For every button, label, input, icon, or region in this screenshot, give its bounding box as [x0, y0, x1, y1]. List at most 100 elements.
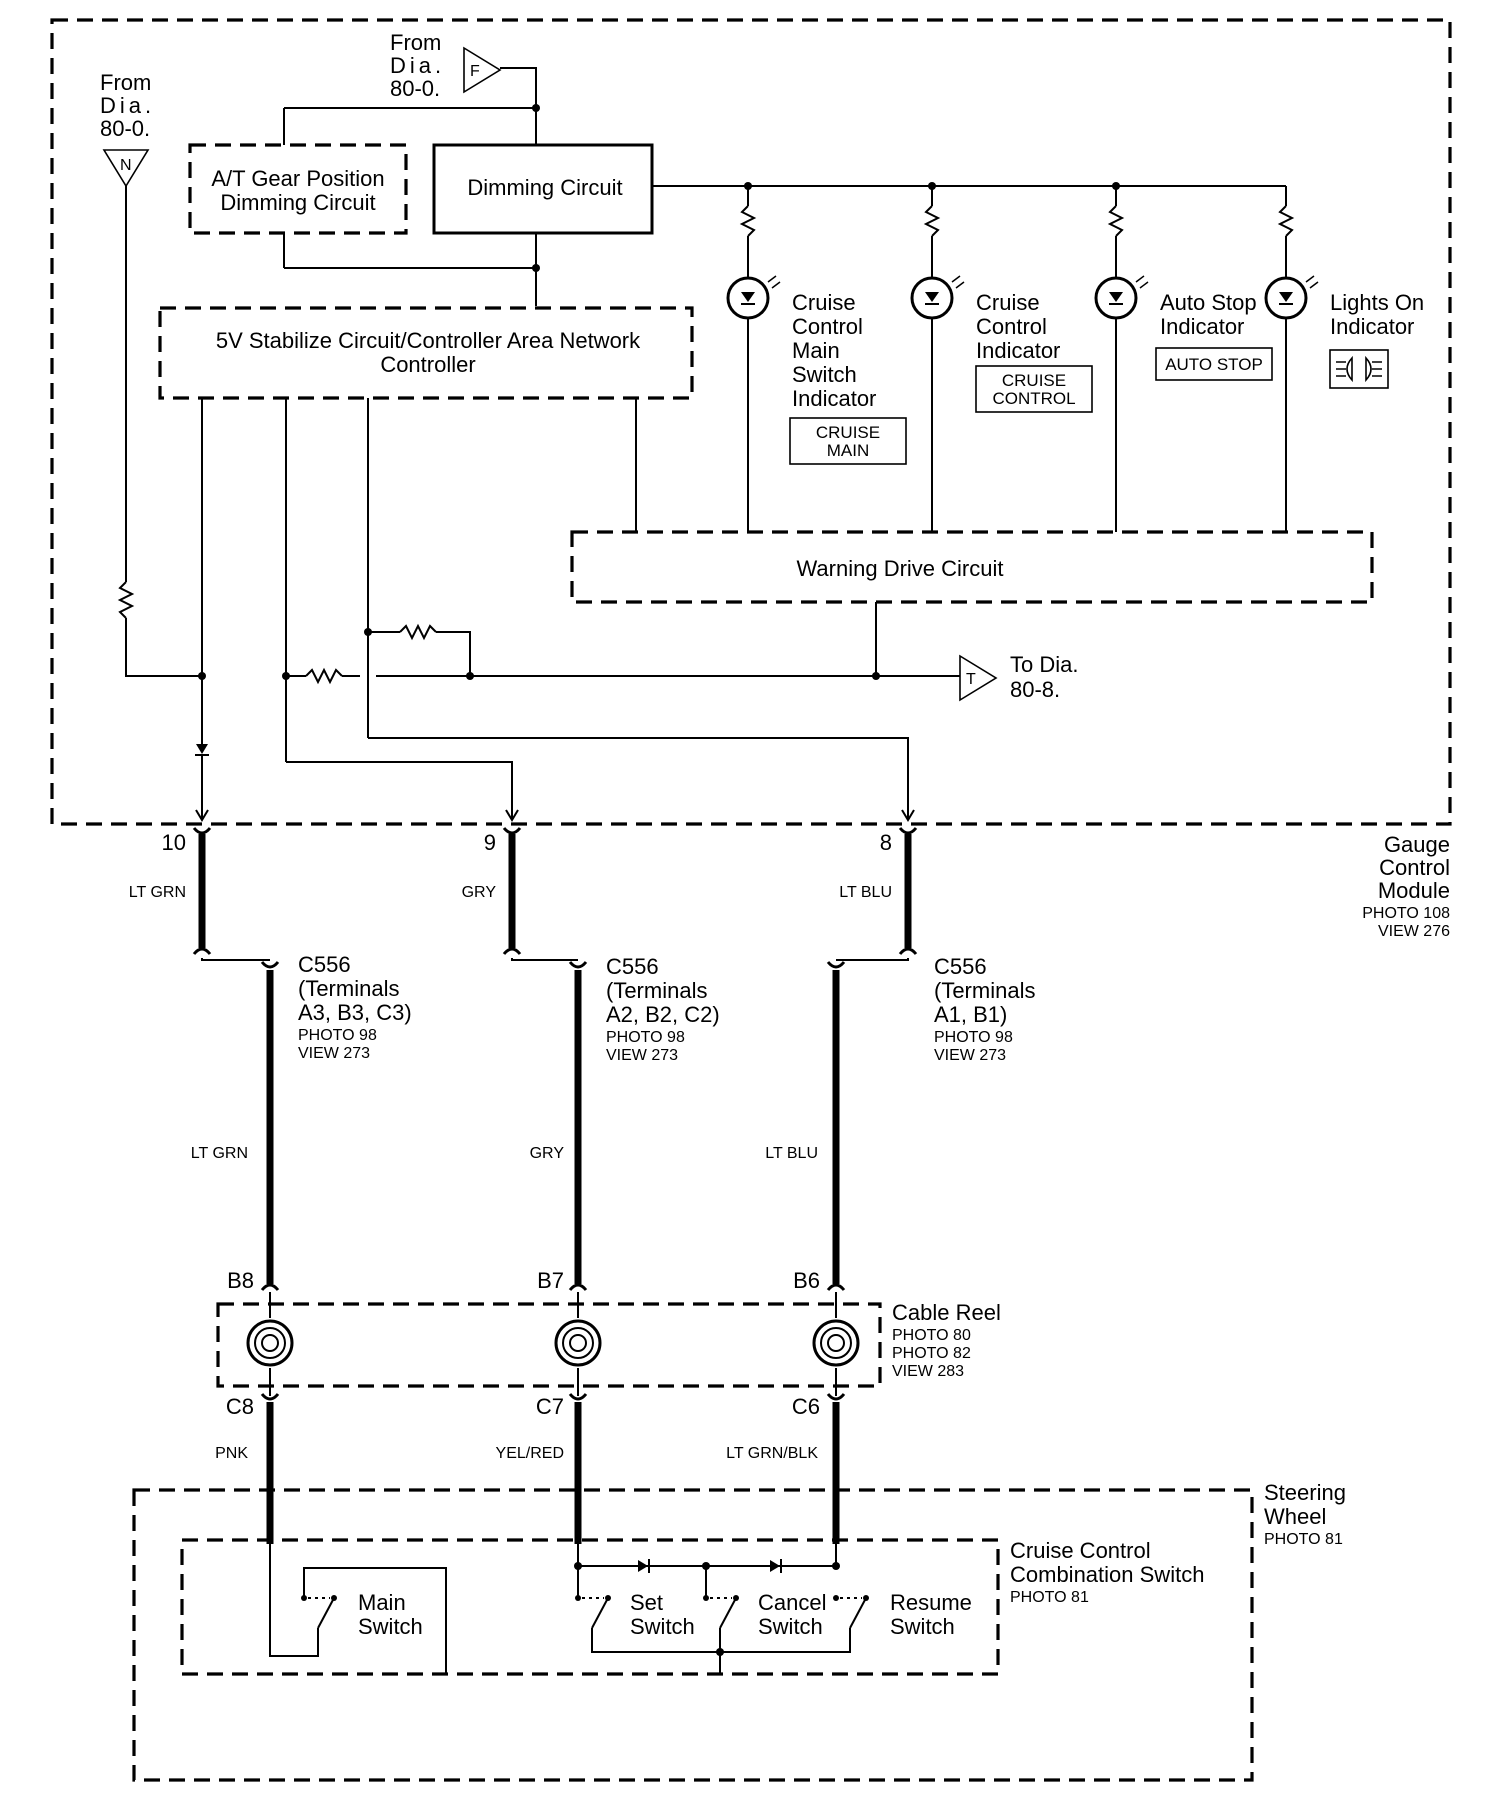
from-f-symbol: F: [470, 63, 480, 80]
wire-ltblu-top: [826, 827, 918, 969]
cancel-switch-icon: [703, 1566, 739, 1674]
reel-pin-c7: C7: [536, 1394, 564, 1419]
set-switch-icon: [575, 1566, 722, 1653]
gauge-module-name-3: Module: [1378, 878, 1450, 903]
cable-reel-box: [216, 1302, 882, 1388]
gauge-module-name-2: Control: [1379, 855, 1450, 880]
dimming-circuit-label: Dimming Circuit: [467, 175, 622, 200]
main-switch-icon: [269, 1544, 447, 1674]
at-dimming-circuit-box: [188, 143, 408, 235]
indicator-3-line-2: Indicator: [1160, 314, 1244, 339]
combo-switch-photo: PHOTO 81: [1010, 1589, 1089, 1606]
from-f-connector-icon: [463, 46, 502, 94]
steering-wheel-line-2: Wheel: [1264, 1504, 1326, 1529]
pin-8: 8: [880, 830, 892, 855]
from-f-line-3: 80-0.: [390, 76, 440, 101]
reel-pin-c6: C6: [792, 1394, 820, 1419]
reel-coil-1-icon: [246, 1292, 294, 1396]
c556-2-line-3: A2, B2, C2): [606, 1002, 720, 1027]
resume-switch-line-2: Switch: [890, 1614, 955, 1639]
c556-2-view: VIEW 273: [606, 1047, 678, 1064]
warning-drive-circuit-box: [570, 530, 1374, 604]
badge-1-line-1: CRUISE: [816, 423, 880, 442]
cancel-switch-line-2: Switch: [758, 1614, 823, 1639]
to-t-connector-icon: [959, 654, 998, 702]
indicator-1-line-1: Cruise: [792, 290, 856, 315]
indicator-cruise-main: [726, 182, 781, 532]
indicator-1-line-4: Switch: [792, 362, 857, 387]
c556-3-photo: PHOTO 98: [934, 1029, 1013, 1046]
reel-coil-3-icon: [812, 1292, 860, 1396]
reel-pin-b8: B8: [227, 1268, 254, 1293]
combination-switch-box: [180, 1538, 1000, 1676]
combo-switch-line-1: Cruise Control: [1010, 1538, 1151, 1563]
c556-1-view: VIEW 273: [298, 1045, 370, 1062]
warning-drive-label: Warning Drive Circuit: [796, 556, 1003, 581]
badge-1-line-2: MAIN: [827, 441, 870, 460]
c556-1-photo: PHOTO 98: [298, 1027, 377, 1044]
set-switch-line-1: Set: [630, 1590, 663, 1615]
reel-pin-b6: B6: [793, 1268, 820, 1293]
steering-wheel-line-1: Steering: [1264, 1480, 1346, 1505]
c556-1-line-3: A3, B3, C3): [298, 1000, 412, 1025]
pin-9: 9: [484, 830, 496, 855]
wire-color-top-1: LT GRN: [129, 884, 186, 901]
c556-3-view: VIEW 273: [934, 1047, 1006, 1064]
gauge-control-module-boundary: [50, 18, 1452, 826]
from-n-line-2: Dia.: [100, 93, 155, 118]
wire-color-top-2: GRY: [462, 884, 497, 901]
to-t-symbol: T: [966, 671, 976, 688]
wire-color-top-3: LT BLU: [839, 884, 892, 901]
wire-gry-top: [502, 827, 588, 969]
c556-1-line-1: C556: [298, 952, 351, 977]
indicator-lights-on: [1264, 186, 1319, 532]
indicator-2-line-3: Indicator: [976, 338, 1060, 363]
indicator-1-line-3: Main: [792, 338, 840, 363]
c556-1-line-2: (Terminals: [298, 976, 399, 1001]
from-n-line-3: 80-0.: [100, 116, 150, 141]
set-switch-line-2: Switch: [630, 1614, 695, 1639]
from-f-line-1: From: [390, 30, 441, 55]
wire-color-mid-1: LT GRN: [191, 1145, 248, 1162]
stabilize-circuit-box: [158, 306, 694, 400]
cancel-switch-line-1: Cancel: [758, 1590, 826, 1615]
diode-set-icon: [638, 1560, 648, 1572]
badge-2-line-1: CRUISE: [1002, 371, 1066, 390]
wire-color-bottom-2: YEL/RED: [496, 1445, 564, 1462]
auto-stop-badge: [1155, 347, 1273, 381]
main-switch-line-1: Main: [358, 1590, 406, 1615]
at-dimming-line-2: Dimming Circuit: [220, 190, 375, 215]
cable-reel-view: VIEW 283: [892, 1363, 964, 1380]
wire-color-bottom-3: LT GRN/BLK: [726, 1445, 818, 1462]
steering-wheel-photo: PHOTO 81: [1264, 1531, 1343, 1548]
c556-3-line-1: C556: [934, 954, 987, 979]
stabilize-line-2: Controller: [380, 352, 475, 377]
to-t-line-1: To Dia.: [1010, 652, 1078, 677]
headlight-icon: [1329, 349, 1389, 389]
cable-reel-photo-1: PHOTO 80: [892, 1327, 971, 1344]
resume-switch-icon: [722, 1595, 869, 1653]
indicator-1-line-2: Control: [792, 314, 863, 339]
badge-3-line-1: AUTO STOP: [1165, 355, 1263, 374]
indicator-2-line-2: Control: [976, 314, 1047, 339]
diode-10-icon: [196, 744, 208, 754]
wire-ltgrn-top: [192, 827, 280, 969]
pin-10: 10: [162, 830, 186, 855]
c556-2-line-2: (Terminals: [606, 978, 707, 1003]
c556-3-line-3: A1, B1): [934, 1002, 1007, 1027]
c556-3-line-2: (Terminals: [934, 978, 1035, 1003]
main-switch-line-2: Switch: [358, 1614, 423, 1639]
indicator-cruise-control: [910, 182, 965, 532]
from-f-line-2: Dia.: [390, 53, 445, 78]
indicator-1-line-5: Indicator: [792, 386, 876, 411]
wire-color-mid-3: LT BLU: [765, 1145, 818, 1162]
at-dimming-line-1: A/T Gear Position: [211, 166, 384, 191]
wire-color-mid-2: GRY: [530, 1145, 565, 1162]
c556-2-photo: PHOTO 98: [606, 1029, 685, 1046]
from-n-line-1: From: [100, 70, 151, 95]
to-t-line-2: 80-8.: [1010, 677, 1060, 702]
indicator-4-line-1: Lights On: [1330, 290, 1424, 315]
gauge-module-view: VIEW 276: [1378, 923, 1450, 940]
gauge-module-name-1: Gauge: [1384, 832, 1450, 857]
